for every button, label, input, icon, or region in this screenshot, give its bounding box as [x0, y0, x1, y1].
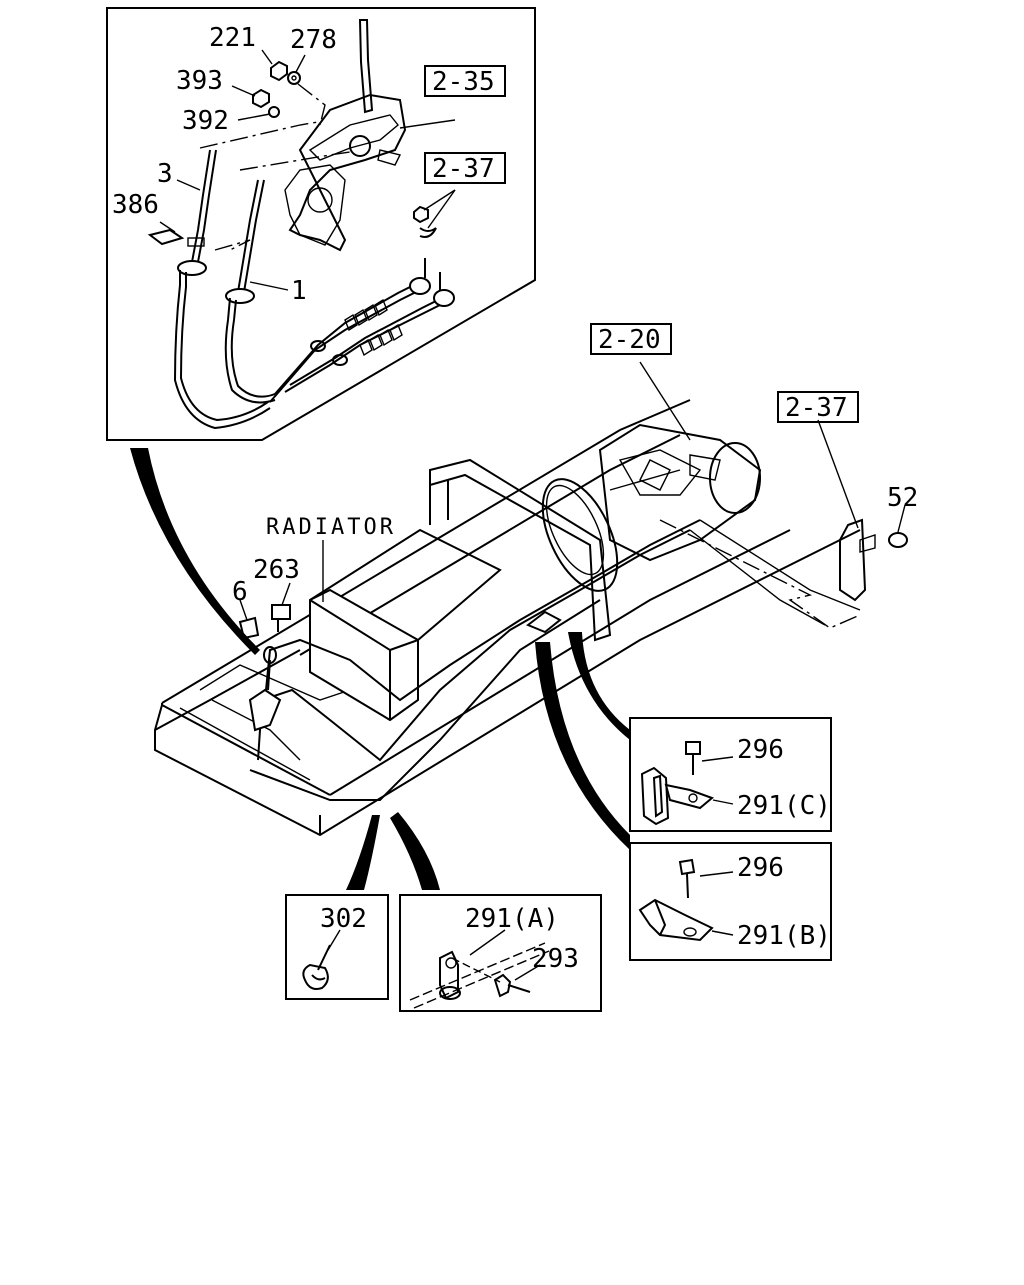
detail-clamp-a: 291(A) 293	[399, 894, 602, 1012]
label-278: 278	[290, 25, 337, 55]
label-291-a: 291(A)	[465, 904, 559, 934]
shift-cable-inset: 221 278 393 392 3 386 1 2-35 2-37	[106, 7, 536, 441]
nut-221	[270, 60, 288, 82]
ref-2-37-right: 2-37	[785, 393, 848, 423]
label-386: 386	[112, 190, 159, 220]
label-393: 393	[176, 66, 223, 96]
label-3: 3	[157, 159, 173, 189]
detail-clip-302: 302	[285, 894, 389, 1000]
washer-278	[287, 71, 301, 85]
label-52: 52	[887, 483, 918, 513]
label-263: 263	[253, 555, 300, 585]
label-296-b: 296	[737, 853, 784, 883]
washer-392	[268, 106, 280, 118]
clip-386	[147, 228, 185, 246]
label-291-b: 291(B)	[737, 921, 831, 951]
detail-clamp-c: 296 291(C)	[629, 717, 832, 832]
label-296-c: 296	[737, 735, 784, 765]
ref-2-37-top: 2-37	[432, 154, 495, 184]
nut-393	[252, 88, 270, 109]
label-291-c: 291(C)	[737, 791, 831, 821]
label-6: 6	[232, 577, 248, 607]
ref-2-20: 2-20	[598, 325, 661, 355]
label-radiator: RADIATOR	[266, 515, 396, 540]
vehicle-frame: 2-20 2-37 52 RADIATOR 263 6	[154, 323, 918, 837]
label-1: 1	[291, 276, 307, 306]
detail-clamp-b: 296 291(B)	[629, 842, 832, 961]
label-392: 392	[182, 106, 229, 136]
label-293: 293	[532, 944, 579, 974]
callout-swoops	[130, 448, 630, 890]
ref-2-35: 2-35	[432, 67, 495, 97]
label-221: 221	[209, 23, 256, 53]
label-302: 302	[320, 904, 367, 934]
